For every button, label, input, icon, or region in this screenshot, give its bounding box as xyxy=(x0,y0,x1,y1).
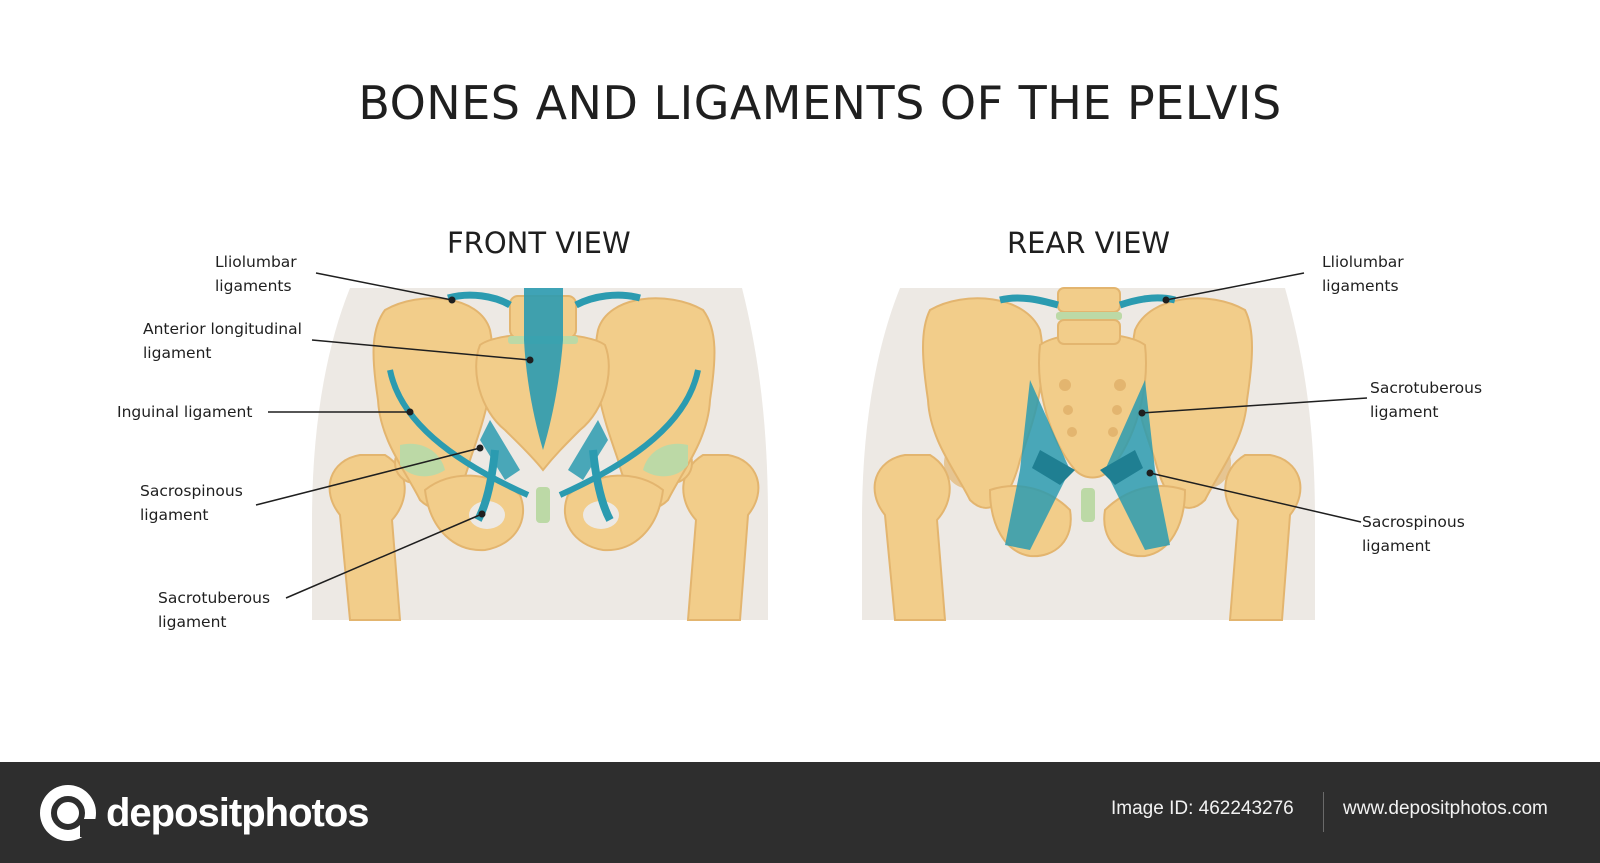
diagram-canvas: BONES AND LIGAMENTS OF THE PELVIS FRONT … xyxy=(117,76,1483,631)
rear-leader-sacrotuberous xyxy=(1141,397,1368,414)
logo-text: depositphotos xyxy=(106,790,370,835)
rear-label-sacrospinous: Sacrospinous ligament xyxy=(1362,513,1465,555)
rear-pubic-symphysis xyxy=(1081,488,1095,522)
rear-lumbar-vertebra-upper xyxy=(1057,287,1121,313)
front-left-inguinal-ligament xyxy=(387,369,530,498)
front-leader-sacrotuberous xyxy=(285,513,483,599)
rear-left-iliolumbar-ligament xyxy=(999,294,1059,309)
footer-divider xyxy=(1323,792,1324,832)
front-right-inguinal-ligament xyxy=(558,369,701,498)
front-leader-sacrospinous xyxy=(255,447,481,506)
rear-right-sacrospinous-ligament xyxy=(1100,450,1143,485)
front-label-sacrotuberous: Sacrotuberous ligament xyxy=(158,589,271,631)
pelvis-illustration xyxy=(255,272,1368,621)
front-pubic-symphysis xyxy=(536,487,550,523)
rear-lumbar-disc xyxy=(1056,312,1122,320)
rear-leader-sacrospinous xyxy=(1149,472,1362,523)
front-label-sacrospinous: Sacrospinous ligament xyxy=(140,482,243,524)
rear-leader-lines xyxy=(1141,272,1368,523)
rear-left-femur xyxy=(873,454,951,621)
page-title: BONES AND LIGAMENTS OF THE PELVIS xyxy=(358,76,1282,130)
depositphotos-logo[interactable]: depositphotos xyxy=(40,784,370,842)
front-label-iliolumbar: Lliolumbar ligaments xyxy=(215,253,297,295)
front-anterior-longitudinal-ligament xyxy=(524,288,563,450)
front-leader-anterior-longitudinal xyxy=(311,339,531,361)
front-leader-iliolumbar xyxy=(315,272,453,301)
rear-view-heading: REAR VIEW xyxy=(1007,226,1171,260)
front-label-inguinal: Inguinal ligament xyxy=(117,403,253,421)
front-left-iliolumbar-ligament xyxy=(447,291,512,309)
website-link[interactable]: www.depositphotos.com xyxy=(1343,798,1548,819)
front-right-sacrotuberous-ligament xyxy=(589,449,614,522)
front-left-sacrospinous-ligament xyxy=(480,420,520,480)
front-pelvis xyxy=(328,288,760,621)
rear-left-sacrospinous-ligament xyxy=(1032,450,1075,485)
rear-label-iliolumbar: Lliolumbar ligaments xyxy=(1322,253,1404,295)
front-right-iliolumbar-ligament xyxy=(574,291,641,309)
front-right-acetabulum xyxy=(643,443,688,477)
front-leader-lines xyxy=(255,272,531,599)
front-right-obturator xyxy=(583,501,619,529)
front-view-heading: FRONT VIEW xyxy=(447,226,631,260)
rear-leader-iliolumbar xyxy=(1165,272,1305,301)
logo-mark-icon xyxy=(40,785,98,841)
front-right-sacrospinous-ligament xyxy=(568,420,608,480)
rear-pelvis xyxy=(873,287,1302,621)
front-label-anterior-longitudinal: Anterior longitudinal ligament xyxy=(143,320,302,362)
rear-lumbar-vertebra-lower xyxy=(1057,319,1121,345)
rear-label-sacrotuberous: Sacrotuberous ligament xyxy=(1370,379,1483,421)
footer-bar: depositphotos Image ID: 462243276 www.de… xyxy=(0,762,1600,863)
front-left-obturator xyxy=(469,501,505,529)
image-id-text: Image ID: 462243276 xyxy=(1111,798,1294,819)
front-left-acetabulum xyxy=(400,443,445,477)
rear-right-femur xyxy=(1224,454,1302,621)
